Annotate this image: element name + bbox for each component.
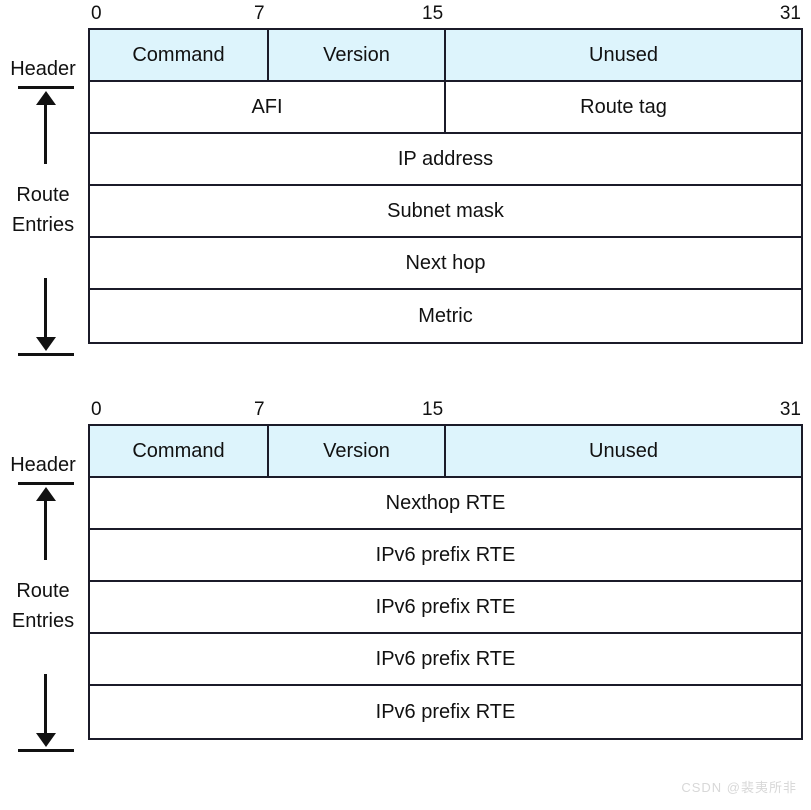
route-entries-extent-arrow bbox=[18, 482, 74, 752]
header-section-label: Header bbox=[10, 454, 76, 476]
bit-tick-31: 31 bbox=[779, 399, 801, 420]
table-row: Next hop bbox=[90, 238, 801, 290]
field-ip-address: IP address bbox=[397, 147, 494, 170]
field-ipv6-prefix-rte-2: IPv6 prefix RTE bbox=[375, 595, 516, 618]
field-unused: Unused bbox=[446, 30, 801, 80]
field-nexthop-rte: Nexthop RTE bbox=[385, 491, 506, 514]
packet-field-table: Command Version Unused Nexthop RTE IPv6 … bbox=[88, 424, 803, 740]
field-version: Version bbox=[269, 426, 446, 476]
field-ipv6-prefix-rte-4: IPv6 prefix RTE bbox=[375, 700, 516, 723]
table-row: IP address bbox=[90, 134, 801, 186]
field-command: Command bbox=[90, 426, 269, 476]
table-row: Command Version Unused bbox=[90, 30, 801, 82]
extent-stem-down bbox=[44, 674, 47, 736]
route-entries-section-label: Route Entries bbox=[0, 180, 86, 240]
extent-stem-up bbox=[44, 102, 47, 164]
table-row: IPv6 prefix RTE bbox=[90, 686, 801, 738]
table-row: IPv6 prefix RTE bbox=[90, 634, 801, 686]
extent-bottom-cap bbox=[18, 749, 74, 752]
extent-top-cap bbox=[18, 482, 74, 485]
packet-field-table: Command Version Unused AFI Route tag IP … bbox=[88, 28, 803, 344]
header-section-label: Header bbox=[10, 58, 76, 80]
arrow-up-icon bbox=[36, 91, 56, 105]
bit-tick-0: 0 bbox=[91, 399, 102, 420]
field-version: Version bbox=[269, 30, 446, 80]
arrow-up-icon bbox=[36, 487, 56, 501]
arrow-down-icon bbox=[36, 733, 56, 747]
extent-bottom-cap bbox=[18, 353, 74, 356]
figure-ripng-packet-format: 0 7 15 31 Header Route Entries Command V… bbox=[0, 396, 811, 766]
field-ipv6-prefix-rte-1: IPv6 prefix RTE bbox=[375, 543, 516, 566]
extent-stem-down bbox=[44, 278, 47, 340]
table-row: Command Version Unused bbox=[90, 426, 801, 478]
bit-tick-31: 31 bbox=[779, 3, 801, 24]
bit-ruler: 0 7 15 31 bbox=[88, 0, 803, 28]
route-entries-section-label: Route Entries bbox=[0, 576, 86, 636]
csdn-watermark: CSDN @裴夷所非 bbox=[681, 780, 797, 795]
route-entries-label-line2: Entries bbox=[11, 610, 75, 632]
figure-ripv2-packet-format: 0 7 15 31 Header Route Entries Command V… bbox=[0, 0, 811, 370]
route-entries-label-line1: Route bbox=[16, 580, 70, 602]
field-next-hop: Next hop bbox=[405, 251, 486, 274]
bit-tick-15: 15 bbox=[422, 399, 444, 420]
bit-tick-7: 7 bbox=[254, 399, 265, 420]
bit-tick-15: 15 bbox=[422, 3, 444, 24]
extent-stem-up bbox=[44, 498, 47, 560]
bit-tick-7: 7 bbox=[254, 3, 265, 24]
bit-tick-0: 0 bbox=[91, 3, 102, 24]
field-metric: Metric bbox=[418, 304, 473, 327]
route-entries-label-line1: Route bbox=[16, 184, 70, 206]
table-row: Metric bbox=[90, 290, 801, 342]
field-afi: AFI bbox=[90, 82, 446, 132]
extent-top-cap bbox=[18, 86, 74, 89]
field-ipv6-prefix-rte-3: IPv6 prefix RTE bbox=[375, 647, 516, 670]
field-route-tag: Route tag bbox=[580, 95, 667, 118]
table-row: AFI Route tag bbox=[90, 82, 801, 134]
bit-ruler: 0 7 15 31 bbox=[88, 396, 803, 424]
table-row: IPv6 prefix RTE bbox=[90, 582, 801, 634]
route-entries-label-line2: Entries bbox=[11, 214, 75, 236]
table-row: IPv6 prefix RTE bbox=[90, 530, 801, 582]
field-unused: Unused bbox=[446, 426, 801, 476]
arrow-down-icon bbox=[36, 337, 56, 351]
table-row: Nexthop RTE bbox=[90, 478, 801, 530]
table-row: Subnet mask bbox=[90, 186, 801, 238]
route-entries-extent-arrow bbox=[18, 86, 74, 356]
field-subnet-mask: Subnet mask bbox=[387, 199, 504, 222]
field-command: Command bbox=[90, 30, 269, 80]
